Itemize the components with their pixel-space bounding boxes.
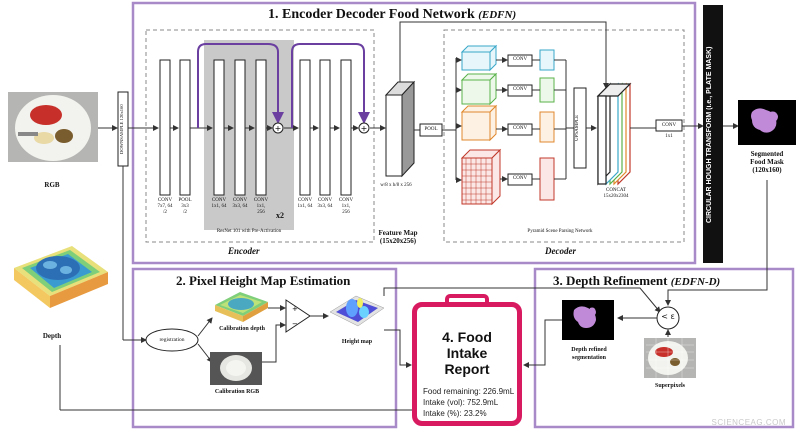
circular-hough-transform-bar [703, 5, 723, 263]
pyramid-cube-green [460, 72, 498, 106]
pyramid-cube-red [460, 148, 502, 206]
height-map-title: 2. Pixel Height Map Estimation [176, 273, 351, 288]
calibration-depth-label: Calibration depth [219, 326, 265, 332]
registration-label: registration [159, 337, 185, 343]
depth-refinement-panel [533, 267, 795, 429]
sum-node-2 [358, 122, 370, 134]
height-map-plot [329, 295, 385, 327]
calibration-depth-plot [215, 292, 268, 322]
output-conv-label: CONV [661, 123, 677, 128]
svg-text:+: + [275, 124, 282, 133]
upsampled-small-cubes [539, 49, 555, 201]
resnet-caption: ResNet 101 with Pre-Activation [216, 229, 282, 234]
pyramid-cube-cyan [460, 44, 498, 72]
encoder-layers [159, 59, 352, 196]
feature-map-dims: w/8 x h/8 x 256 [380, 183, 412, 188]
watermark: SCIENCEAG.COM [711, 418, 786, 427]
pool-label: POOL [424, 127, 438, 132]
downsample-label: DOWNSAMPLE 120x160 [119, 104, 124, 154]
rgb-photo [8, 92, 98, 162]
report-intake-volume: Intake (vol): 752.9mL [423, 398, 499, 407]
skip-connection-1 [197, 43, 284, 128]
svg-text:−: − [292, 320, 298, 328]
cht-label: CIRCULAR HOUGH TRANSFORM (i.e., PLATE MA… [706, 46, 713, 224]
registration-node [145, 328, 199, 352]
decoder-label: Decoder [545, 246, 576, 256]
depth-plot [14, 246, 108, 308]
report-title: 4. Food Intake Report [442, 329, 492, 377]
feature-map-block [384, 80, 416, 178]
decoder-conv-label-3: CONV [512, 126, 528, 131]
decoder-conv-label-4: CONV [512, 176, 528, 181]
decoder-dashed-box [443, 29, 685, 243]
calibration-rgb-photo [210, 352, 262, 385]
sum-node-1 [272, 122, 284, 134]
upsample-label: UPSAMPLE [575, 114, 580, 142]
subtraction-node [285, 299, 311, 333]
svg-text:+: + [361, 124, 368, 133]
pspn-caption: Pyramid Scene Parsing Network [527, 229, 593, 234]
report-food-remaining: Food remaining: 226.9mL [423, 387, 515, 396]
depth-refinement-title: 3. Depth Refinement (EDFN-D) [553, 273, 721, 288]
skip-connection-2 [291, 43, 370, 128]
pyramid-cube-orange [460, 104, 498, 142]
report-intake-percent: Intake (%): 23.2% [423, 409, 487, 418]
superpixels-label: Superpixels [654, 383, 685, 389]
encoder-label: Encoder [228, 246, 260, 256]
output-conv-kernel: 1x1 [665, 134, 673, 139]
height-map-panel [131, 267, 398, 429]
food-intake-report: 4. Food Intake Report Food remaining: 22… [412, 302, 522, 426]
depth-label: Depth [42, 332, 62, 340]
calibration-rgb-label: Calibration RGB [214, 389, 260, 395]
rgb-label: RGB [44, 181, 60, 189]
decoder-conv-label-2: CONV [512, 87, 528, 92]
feature-map-label: Feature Map(15x20x256) [378, 229, 418, 245]
threshold-label: < ε [661, 312, 675, 321]
repeat-label: x2 [276, 211, 284, 220]
edfn-panel [131, 1, 697, 265]
concat-block [596, 82, 632, 186]
edfn-title: 1. Encoder Decoder Food Network (EDFN) [268, 7, 517, 22]
encoder-dashed-box [145, 29, 375, 243]
height-map-label: Height map [341, 339, 373, 345]
decoder-conv-label-1: CONV [512, 57, 528, 62]
svg-text:+: + [292, 305, 298, 313]
superpixels-photo [644, 338, 696, 378]
